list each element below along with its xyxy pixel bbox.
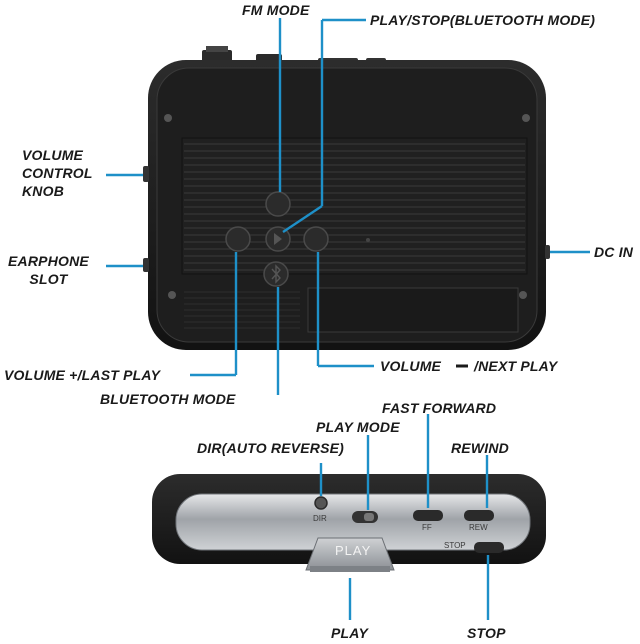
label-stop: STOP: [467, 625, 506, 641]
fm-mode-button[interactable]: [265, 191, 291, 217]
rewind-button[interactable]: [464, 510, 494, 521]
screw-icon: [164, 114, 172, 122]
label-earphone-slot: EARPHONE SLOT: [8, 253, 89, 288]
volume-plus-button[interactable]: [225, 226, 251, 252]
label-play: PLAY: [331, 625, 369, 641]
label-volume-plus: VOLUME +/LAST PLAY: [4, 367, 161, 383]
screw-icon: [519, 291, 527, 299]
label-rewind: REWIND: [451, 440, 509, 456]
label-dir: DIR(AUTO REVERSE): [197, 440, 345, 456]
embossed-stop: STOP: [444, 541, 466, 550]
label-bluetooth-mode: BLUETOOTH MODE: [100, 391, 236, 407]
label-play-stop: PLAY/STOP(BLUETOOTH MODE): [370, 12, 596, 28]
volume-knob[interactable]: [143, 166, 149, 182]
label-volume-minus-suffix: /NEXT PLAY: [474, 358, 558, 374]
label-volume-knob: VOLUME CONTROL KNOB: [22, 147, 93, 200]
fast-forward-button[interactable]: [413, 510, 443, 521]
embossed-dir: DIR: [313, 514, 327, 523]
front-device: [152, 474, 546, 572]
mic-hole: [366, 238, 370, 242]
battery-door: [307, 287, 519, 333]
label-play-mode: PLAY MODE: [316, 419, 400, 435]
screw-icon: [522, 114, 530, 122]
label-volume-minus-prefix: VOLUME: [380, 358, 442, 374]
play-pause-icon: [274, 233, 282, 245]
volume-minus-button[interactable]: [303, 226, 329, 252]
fm-switch: [202, 50, 232, 62]
earphone-jack: [143, 258, 149, 272]
embossed-rew: REW: [469, 523, 488, 532]
label-fast-forward: FAST FORWARD: [382, 400, 497, 416]
dir-button[interactable]: [314, 496, 328, 510]
label-dc-in: DC IN: [594, 244, 634, 260]
front-callouts: [319, 414, 490, 620]
bluetooth-icon: [271, 264, 281, 284]
embossed-play: PLAY: [335, 543, 372, 558]
dc-in-jack: [545, 245, 550, 259]
top-device: [143, 46, 550, 350]
stop-button[interactable]: [474, 542, 504, 553]
screw-icon: [168, 291, 176, 299]
top-callouts: [106, 18, 590, 395]
label-fm-mode: FM MODE: [242, 2, 310, 18]
embossed-ff: FF: [422, 523, 432, 532]
